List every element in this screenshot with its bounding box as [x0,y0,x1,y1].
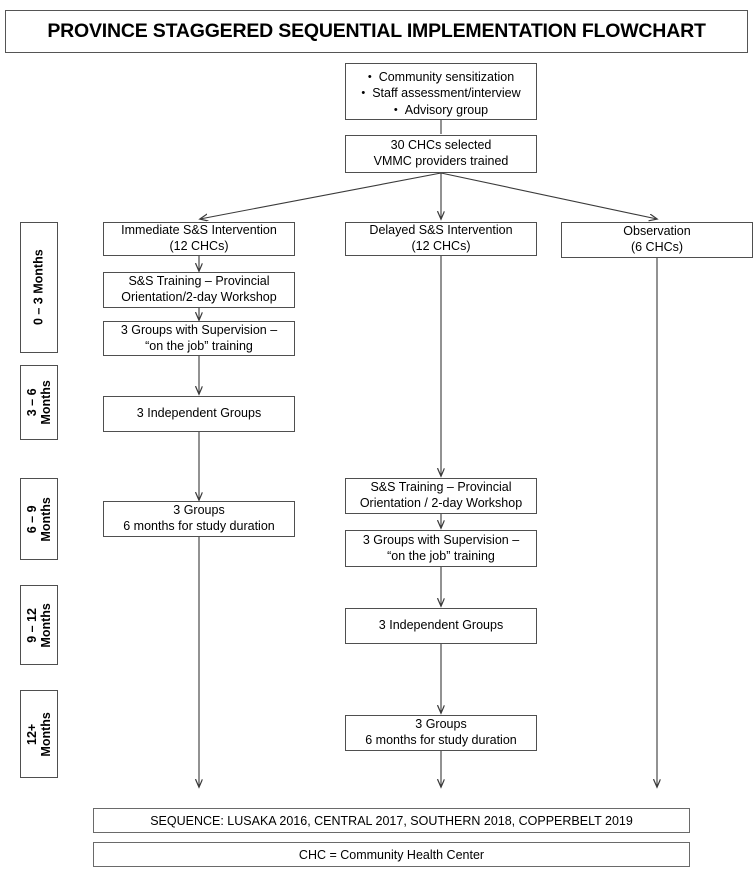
immediate-training-line1: S&S Training – Provincial [128,274,270,289]
timeline-band-9-12-months: 9 – 12 Months [20,585,58,665]
sequence-footer-box: SEQUENCE: LUSAKA 2016, CENTRAL 2017, SOU… [93,808,690,833]
immediate-study-line1: 3 Groups [173,503,225,518]
immediate-supervision-line2: “on the job” training [145,338,253,353]
delayed-training-line2: Orientation / 2-day Workshop [359,496,523,510]
connector-selection-to-observation [440,172,657,219]
timeline-label-line1: 0 – 3 Months [31,249,46,326]
immediate-training-line2: Orientation/2-day Workshop [121,290,277,304]
immediate-arm-box: Immediate S&S Intervention (12 CHCs) [103,222,295,256]
chc-selection-line2: VMMC providers trained [373,154,509,168]
timeline-label-line1: 3 – 6 [24,388,39,417]
timeline-label-line1: 6 – 9 [24,505,39,533]
delayed-study-duration-box: 3 Groups 6 months for study duration [345,715,537,751]
immediate-training-box: S&S Training – Provincial Orientation/2-… [103,272,295,308]
immediate-supervision-box: 3 Groups with Supervision – “on the job”… [103,321,295,356]
timeline-label-line1: 9 – 12 [24,607,39,643]
timeline-band-6-9-months: 6 – 9 Months [20,478,58,560]
timeline-label-line2: Months [39,496,53,542]
legend-footer-box: CHC = Community Health Center [93,842,690,867]
page-title: PROVINCE STAGGERED SEQUENTIAL IMPLEMENTA… [5,10,748,53]
delayed-arm-box: Delayed S&S Intervention (12 CHCs) [345,222,537,256]
observation-arm-line2: (6 CHCs) [630,240,684,254]
immediate-supervision-line1: 3 Groups with Supervision – [120,322,278,337]
delayed-supervision-box: 3 Groups with Supervision – “on the job”… [345,530,537,567]
timeline-label-line2: Months [39,711,53,757]
immediate-arm-line1: Immediate S&S Intervention [121,223,277,238]
intro-bullet-item: Community sensitization [352,69,530,85]
delayed-arm-line2: (12 CHCs) [411,239,471,253]
connector-selection-to-immediate [200,172,442,219]
observation-arm-box: Observation (6 CHCs) [561,222,753,258]
immediate-study-duration-box: 3 Groups 6 months for study duration [103,501,295,537]
intro-bullet-item: Advisory group [352,102,530,118]
chc-selection-box: 30 CHCs selected VMMC providers trained [345,135,537,173]
observation-arm-line1: Observation [623,224,691,239]
immediate-arm-line2: (12 CHCs) [169,239,229,253]
immediate-independent-line1: 3 Independent Groups [136,406,262,421]
timeline-band-12-plus-months: 12+ Months [20,690,58,778]
delayed-supervision-line2: “on the job” training [387,548,495,563]
timeline-band-3-6-months: 3 – 6 Months [20,365,58,440]
delayed-supervision-line1: 3 Groups with Supervision – [362,532,520,547]
intro-bullet-item: Staff assessment/interview [352,85,530,101]
delayed-study-line2: 6 months for study duration [365,733,517,747]
timeline-band-0-3-months: 0 – 3 Months [20,222,58,353]
delayed-study-line1: 3 Groups [415,717,467,732]
intro-activities-box: Community sensitization Staff assessment… [345,63,537,120]
delayed-training-line1: S&S Training – Provincial [370,480,512,495]
chc-selection-line1: 30 CHCs selected [390,138,492,153]
delayed-training-box: S&S Training – Provincial Orientation / … [345,478,537,514]
immediate-study-line2: 6 months for study duration [123,519,275,533]
timeline-label-line2: Months [39,380,53,425]
delayed-independent-line1: 3 Independent Groups [378,618,504,633]
delayed-independent-groups-box: 3 Independent Groups [345,608,537,644]
delayed-arm-line1: Delayed S&S Intervention [369,223,513,238]
timeline-label-line1: 12+ [24,723,39,745]
immediate-independent-groups-box: 3 Independent Groups [103,396,295,432]
intro-bullet-list: Community sensitization Staff assessment… [352,69,530,118]
timeline-label-line2: Months [39,602,53,648]
